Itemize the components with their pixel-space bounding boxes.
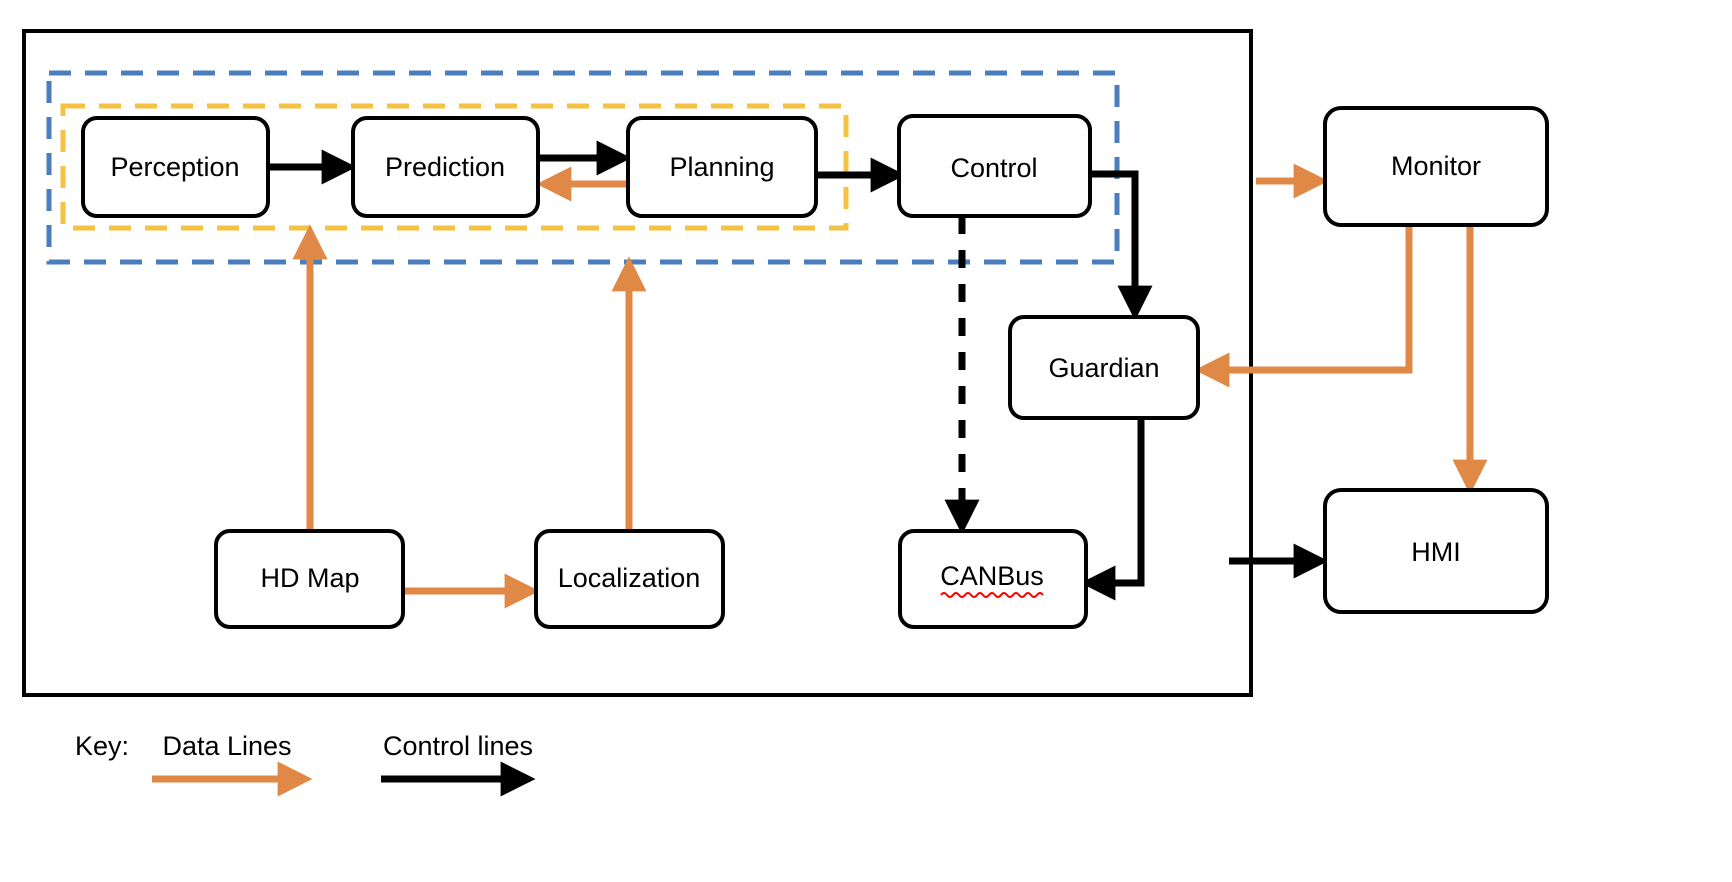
node-canbus[interactable]: CANBus bbox=[898, 529, 1088, 629]
node-hd-map[interactable]: HD Map bbox=[214, 529, 405, 629]
node-prediction-label: Prediction bbox=[385, 152, 505, 182]
legend-title: Key: bbox=[75, 731, 129, 761]
spellcheck-squiggle-icon bbox=[940, 592, 1044, 598]
group-boundary-blue-dashed bbox=[46, 70, 1120, 265]
edge-guardian-to-canbus bbox=[1080, 418, 1145, 601]
node-hmi-box[interactable] bbox=[1323, 488, 1549, 614]
node-prediction[interactable]: Prediction bbox=[351, 116, 540, 218]
node-monitor[interactable]: Monitor bbox=[1323, 106, 1549, 227]
node-control[interactable]: Control bbox=[897, 114, 1092, 218]
legend: Key: Data Lines Control lines bbox=[75, 731, 536, 797]
node-guardian-box[interactable] bbox=[1008, 315, 1200, 420]
node-hd-map-label: HD Map bbox=[260, 563, 359, 593]
node-localization[interactable]: Localization bbox=[534, 529, 725, 629]
legend-control-lines-label: Control lines bbox=[383, 731, 533, 761]
node-localization-label: Localization bbox=[558, 563, 701, 593]
node-localization-box[interactable] bbox=[534, 529, 725, 629]
edge-monitor-to-guardian bbox=[1194, 225, 1413, 388]
node-hmi-label: HMI bbox=[1411, 537, 1461, 567]
system-boundary-frame bbox=[22, 29, 1253, 697]
node-prediction-box[interactable] bbox=[351, 116, 540, 218]
legend-data-lines-label: Data Lines bbox=[162, 731, 291, 761]
node-perception-box[interactable] bbox=[81, 116, 270, 218]
node-hd-map-box[interactable] bbox=[214, 529, 405, 629]
node-canbus-label: CANBus bbox=[940, 561, 1044, 591]
node-planning-label: Planning bbox=[669, 152, 774, 182]
node-perception-label: Perception bbox=[110, 152, 239, 182]
node-perception[interactable]: Perception bbox=[81, 116, 270, 218]
node-planning-box[interactable] bbox=[626, 116, 818, 218]
node-control-label: Control bbox=[950, 153, 1037, 183]
node-planning[interactable]: Planning bbox=[626, 116, 818, 218]
node-canbus-box[interactable] bbox=[898, 529, 1088, 629]
node-control-box[interactable] bbox=[897, 114, 1092, 218]
node-monitor-box[interactable] bbox=[1323, 106, 1549, 227]
node-hmi[interactable]: HMI bbox=[1323, 488, 1549, 614]
node-guardian[interactable]: Guardian bbox=[1008, 315, 1200, 420]
group-boundary-yellow-dashed bbox=[60, 103, 849, 231]
edge-control-to-guardian bbox=[1090, 170, 1153, 321]
node-monitor-label: Monitor bbox=[1391, 151, 1481, 181]
node-guardian-label: Guardian bbox=[1048, 353, 1159, 383]
